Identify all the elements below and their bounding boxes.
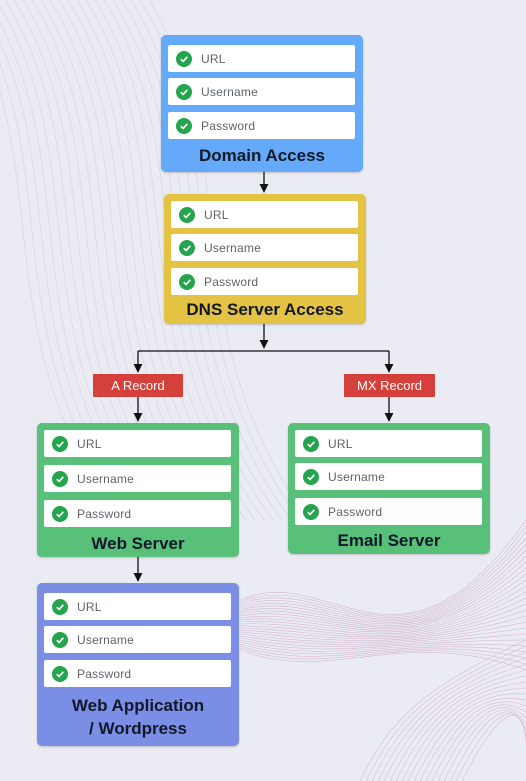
username-label: Username <box>201 84 258 99</box>
url-field: URL <box>168 45 355 72</box>
password-label: Password <box>328 504 383 519</box>
check-circle-icon <box>52 435 68 452</box>
username-label: Username <box>77 632 134 647</box>
email-server-box: URL Username Password Email Server <box>288 423 490 554</box>
password-label: Password <box>77 506 132 521</box>
check-circle-icon <box>179 273 195 290</box>
url-label: URL <box>201 51 226 66</box>
url-label: URL <box>328 436 353 451</box>
web-server-box: URL Username Password Web Server <box>37 423 239 557</box>
check-circle-icon <box>179 206 195 223</box>
check-circle-icon <box>52 505 68 522</box>
a-record-tag: A Record <box>93 374 183 397</box>
username-field: Username <box>168 78 355 105</box>
password-field: Password <box>168 112 355 139</box>
username-label: Username <box>77 471 134 486</box>
check-circle-icon <box>303 435 319 452</box>
dns-server-access-box: URL Username Password DNS Server Access <box>164 194 366 324</box>
password-field: Password <box>44 500 231 527</box>
username-label: Username <box>328 469 385 484</box>
check-circle-icon <box>176 50 192 67</box>
url-label: URL <box>77 436 102 451</box>
url-label: URL <box>77 599 102 614</box>
password-label: Password <box>204 274 259 289</box>
web-application-box: URL Username Password Web Application / … <box>37 583 239 746</box>
web-application-title: Web Application / Wordpress <box>71 696 205 738</box>
check-circle-icon <box>52 470 68 487</box>
check-circle-icon <box>52 665 68 682</box>
password-field: Password <box>295 498 482 525</box>
url-field: URL <box>44 430 231 457</box>
domain-access-title: Domain Access <box>199 146 325 165</box>
dns-server-access-title: DNS Server Access <box>186 300 344 319</box>
password-label: Password <box>201 118 256 133</box>
check-circle-icon <box>179 239 195 256</box>
password-field: Password <box>44 660 231 687</box>
check-circle-icon <box>303 503 319 520</box>
email-server-title: Email Server <box>337 531 441 550</box>
check-circle-icon <box>52 631 68 648</box>
username-field: Username <box>44 626 231 653</box>
url-label: URL <box>204 207 229 222</box>
password-field: Password <box>171 268 358 295</box>
check-circle-icon <box>176 117 192 134</box>
url-field: URL <box>171 201 358 228</box>
check-circle-icon <box>303 468 319 485</box>
username-field: Username <box>295 463 482 490</box>
username-label: Username <box>204 240 261 255</box>
username-field: Username <box>171 234 358 261</box>
url-field: URL <box>44 593 231 620</box>
password-label: Password <box>77 666 132 681</box>
domain-access-box: URL Username Password Domain Access <box>161 35 363 172</box>
check-circle-icon <box>52 598 68 615</box>
url-field: URL <box>295 430 482 457</box>
mx-record-tag: MX Record <box>344 374 435 397</box>
check-circle-icon <box>176 83 192 100</box>
web-server-title: Web Server <box>91 534 185 553</box>
username-field: Username <box>44 465 231 492</box>
